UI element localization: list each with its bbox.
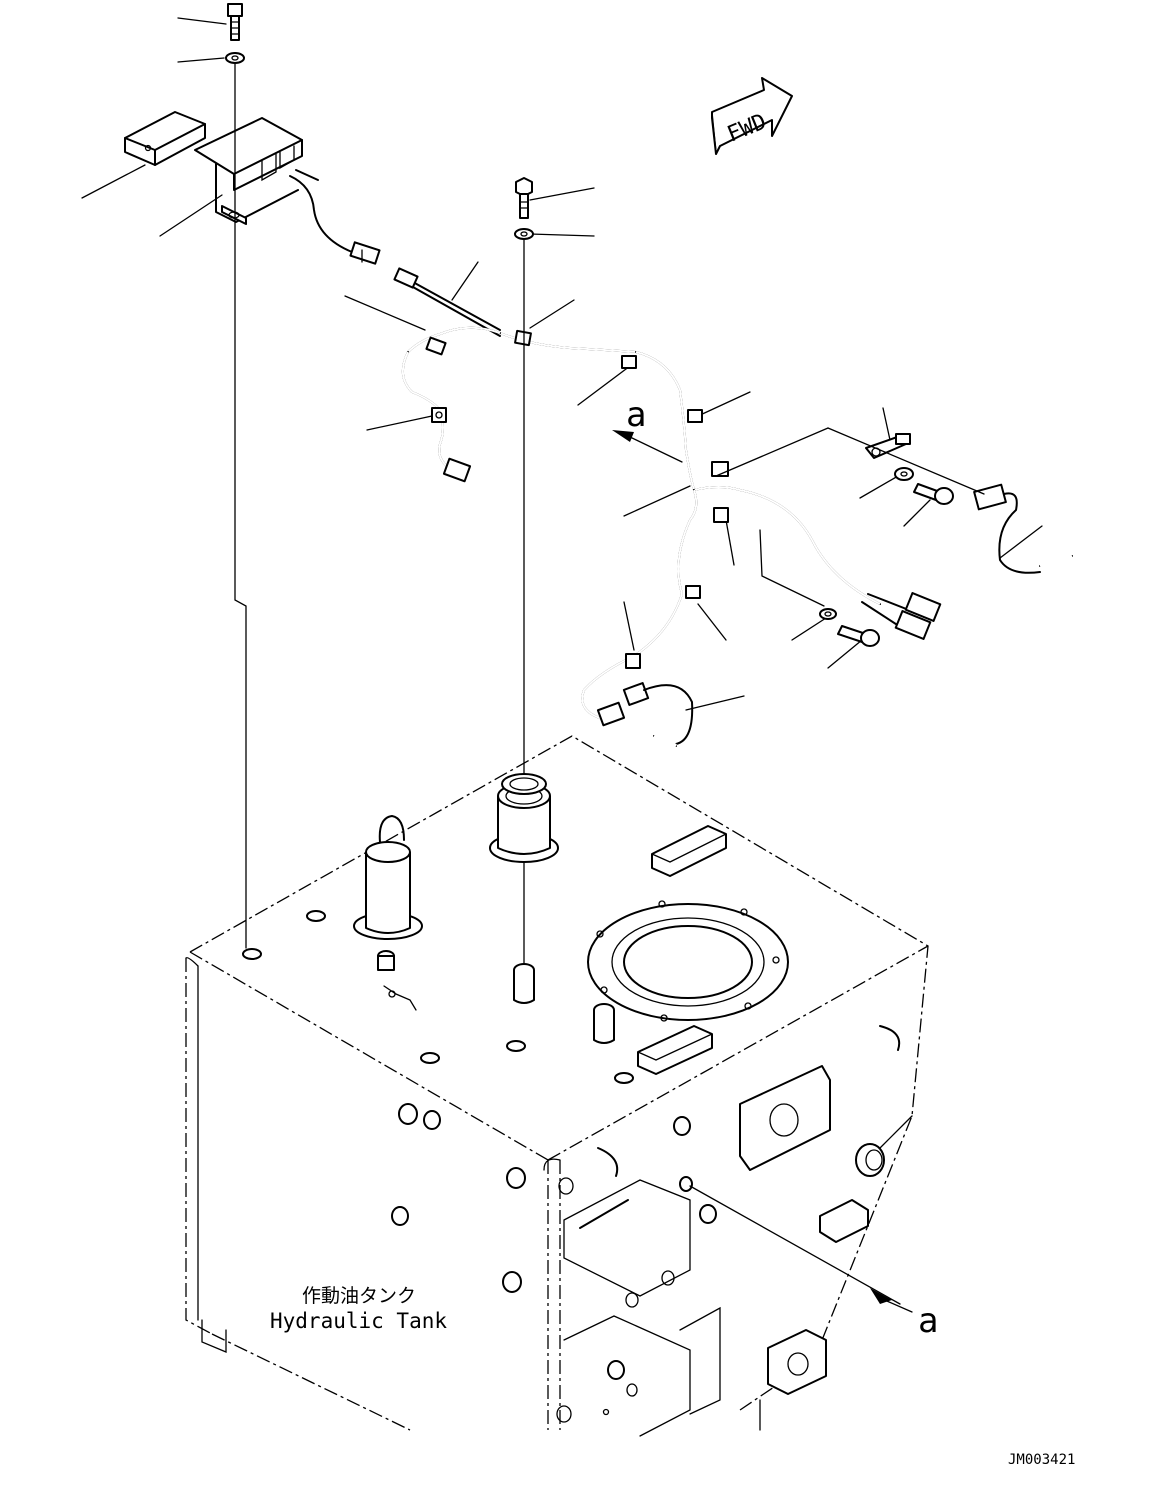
view-a-marker-upper: a <box>626 395 646 435</box>
controller-box <box>124 111 206 166</box>
sensor-right <box>973 483 1073 574</box>
bolt-lower <box>837 625 880 647</box>
filler-port <box>489 773 559 863</box>
bolt-top-left <box>227 3 243 41</box>
bolt-center <box>515 177 533 219</box>
drawing-number: JM003421 <box>1008 1452 1075 1468</box>
inspection-flange <box>587 900 789 1022</box>
washer-lower <box>819 608 837 620</box>
view-a-arrow-upper <box>612 430 634 442</box>
bosses-top <box>242 910 634 1084</box>
controller-wire <box>289 169 381 265</box>
leader-lines <box>81 17 1043 711</box>
fwd-label: FWD <box>724 109 770 147</box>
bosses-left-face <box>201 1103 526 1353</box>
right-face-features <box>556 1025 901 1437</box>
tank-label-english: Hydraulic Tank <box>270 1309 447 1333</box>
tank-label-japanese: 作動油タンク <box>302 1285 416 1307</box>
washer-right <box>894 467 914 481</box>
washer-center <box>514 228 534 240</box>
mounting-bracket <box>194 117 303 225</box>
breather-port <box>353 815 423 1011</box>
fwd-arrow-icon: FWD <box>711 77 793 155</box>
harness-clips <box>425 329 729 669</box>
view-a-arrow-lower <box>689 1185 913 1313</box>
ground-terminal <box>865 433 911 459</box>
wiring-harness <box>393 267 942 748</box>
hydraulic-tank <box>185 735 929 1437</box>
bolt-right <box>913 483 954 505</box>
washer-top-left <box>225 52 245 64</box>
view-a-marker-lower: a <box>918 1301 938 1341</box>
routing-lines <box>627 427 985 607</box>
mounting-blocks <box>637 825 727 1075</box>
